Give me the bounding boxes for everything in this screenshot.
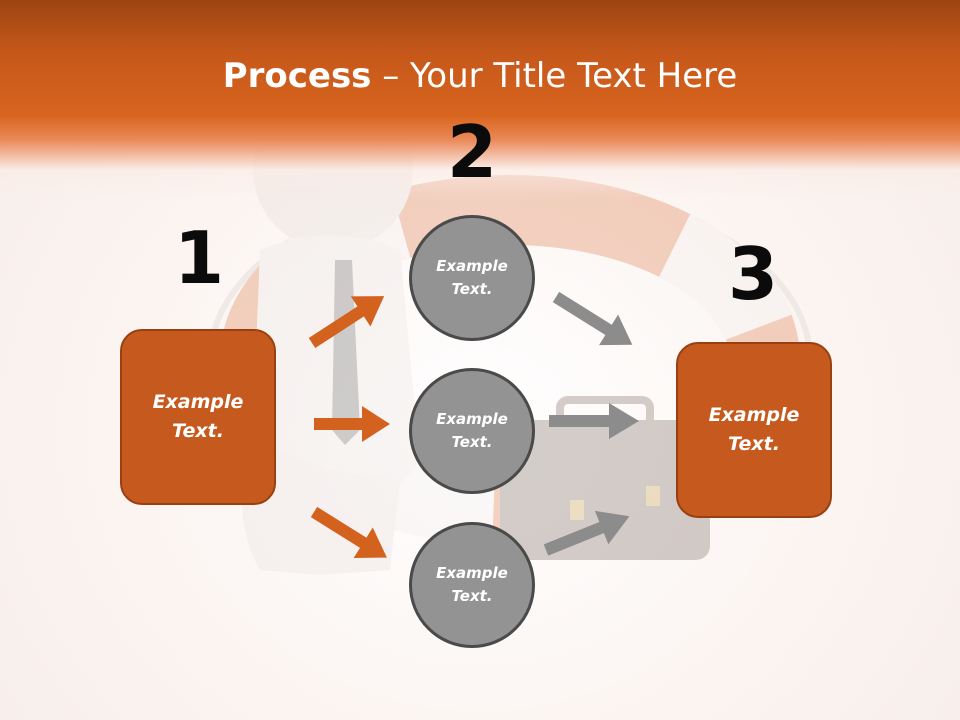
top-circle-text: Example Text. — [436, 257, 508, 298]
bottom-circle: Example Text. — [409, 522, 535, 648]
middle-circle-text: Example Text. — [436, 410, 508, 451]
bottom-circle-text: Example Text. — [436, 564, 508, 605]
orange-arrow-down — [310, 506, 387, 559]
step-number-3: 3 — [727, 232, 779, 316]
left-step-box: Example Text. — [120, 329, 276, 505]
right-box-text: Example Text. — [708, 404, 800, 455]
orange-arrow-up — [308, 296, 385, 349]
step-number-2: 2 — [446, 110, 498, 194]
title-rest-part: – Your Title Text Here — [371, 56, 738, 96]
middle-circle: Example Text. — [409, 368, 535, 494]
left-box-text: Example Text. — [152, 391, 244, 442]
title-banner — [0, 0, 960, 200]
gray-arrow-middle — [549, 403, 639, 439]
title-bold-part: Process — [222, 56, 372, 96]
orange-arrow-middle — [314, 406, 390, 442]
gray-arrow-down — [552, 291, 633, 346]
step-number-1: 1 — [173, 216, 225, 300]
right-step-box: Example Text. — [676, 342, 832, 518]
slide-title: Process – Your Title Text Here — [0, 54, 960, 98]
gray-arrow-up — [543, 510, 630, 556]
top-circle: Example Text. — [409, 215, 535, 341]
